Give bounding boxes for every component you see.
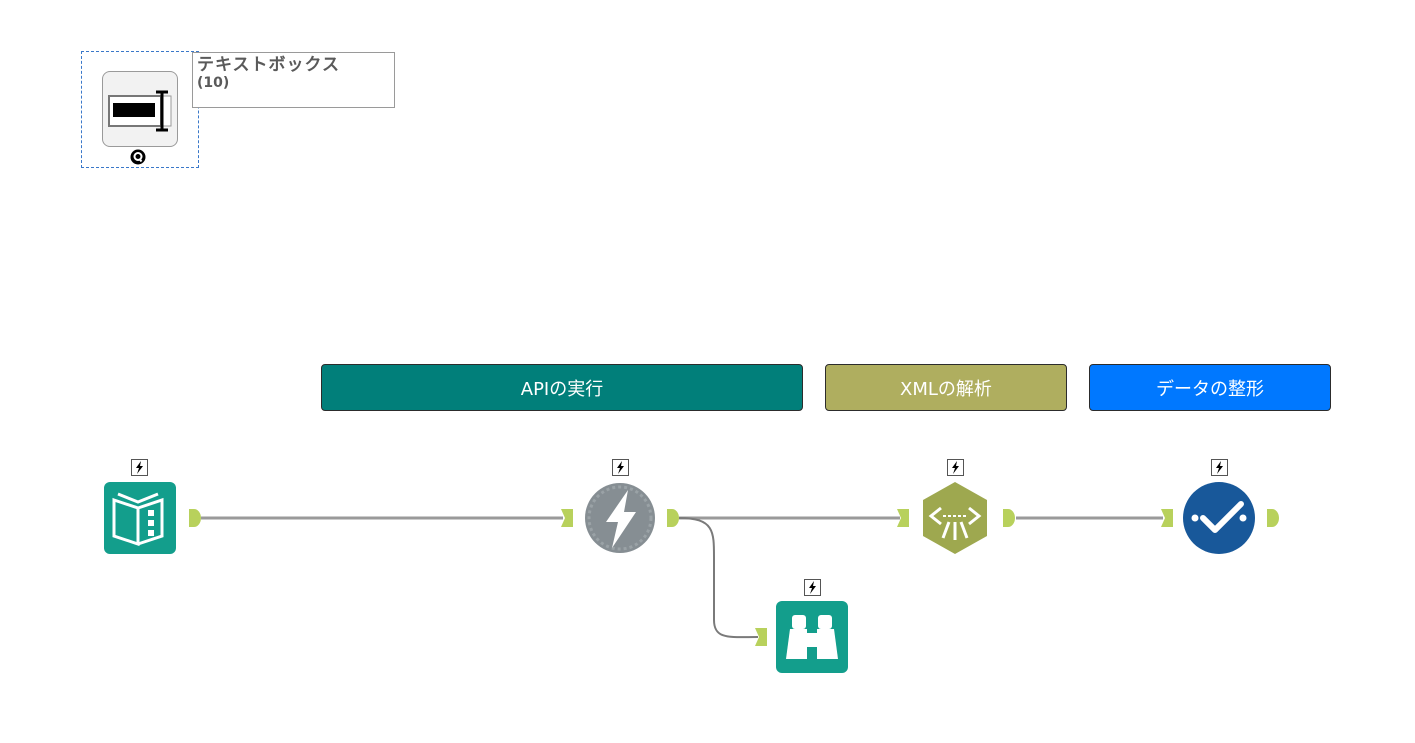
output-anchor[interactable] bbox=[189, 509, 201, 527]
container-xml-parse-label: XMLの解析 bbox=[900, 378, 992, 400]
lightning-download-icon bbox=[585, 483, 655, 553]
input-anchor[interactable] bbox=[897, 509, 909, 527]
output-tool[interactable] bbox=[1183, 482, 1255, 554]
output-anchor[interactable] bbox=[1267, 509, 1279, 527]
container-api-execution-label: APIの実行 bbox=[520, 378, 604, 400]
browse-tool[interactable] bbox=[776, 601, 848, 673]
xml-parse-icon bbox=[923, 482, 987, 554]
output-check-icon bbox=[1183, 482, 1255, 554]
input-anchor[interactable] bbox=[1161, 509, 1173, 527]
text-box-annotation: テキストボックス (10) bbox=[192, 52, 395, 108]
lightning-badge-icon bbox=[804, 579, 821, 596]
text-box-annotation-title: テキストボックス bbox=[197, 55, 340, 75]
question-badge-icon bbox=[130, 149, 146, 165]
lightning-badge-icon bbox=[1211, 459, 1228, 476]
browse-binoculars-icon bbox=[776, 601, 848, 673]
container-data-shaping[interactable]: データの整形 bbox=[1089, 364, 1331, 411]
download-tool[interactable] bbox=[584, 482, 656, 554]
lightning-badge-icon bbox=[131, 459, 148, 476]
container-xml-parse[interactable]: XMLの解析 bbox=[825, 364, 1067, 411]
text-box-tool[interactable] bbox=[102, 71, 178, 147]
lightning-badge-icon bbox=[612, 459, 629, 476]
text-box-annotation-count: (10) bbox=[197, 75, 230, 91]
container-api-execution[interactable]: APIの実行 bbox=[321, 364, 803, 411]
connection-download-to-browse[interactable] bbox=[678, 517, 759, 639]
output-anchor[interactable] bbox=[667, 509, 679, 527]
text-input-icon bbox=[104, 482, 176, 554]
lightning-badge-icon bbox=[947, 459, 964, 476]
input-anchor[interactable] bbox=[755, 628, 767, 646]
selection-outline bbox=[81, 51, 199, 168]
xml-parse-tool[interactable] bbox=[919, 482, 991, 554]
output-anchor[interactable] bbox=[1003, 509, 1015, 527]
input-anchor[interactable] bbox=[561, 509, 573, 527]
text-input-tool[interactable] bbox=[104, 482, 176, 554]
text-box-icon bbox=[108, 90, 172, 132]
container-data-shaping-label: データの整形 bbox=[1156, 378, 1264, 400]
